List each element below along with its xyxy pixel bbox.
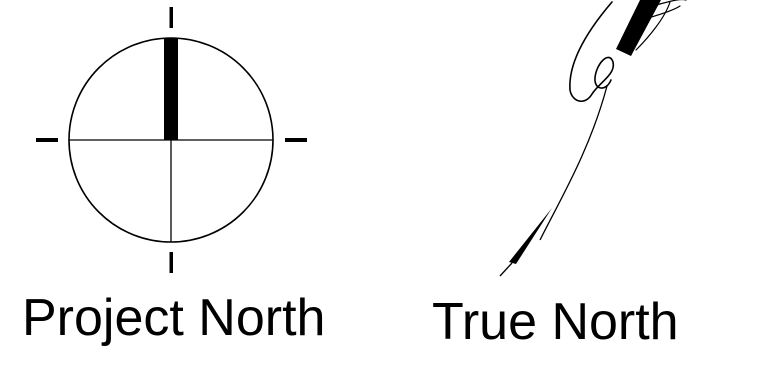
project-north-pointer-bar bbox=[164, 38, 178, 140]
tick-left bbox=[36, 138, 58, 142]
true-north-needle-line bbox=[540, 86, 607, 240]
true-north-needle-tip bbox=[500, 263, 512, 276]
true-north-caption: True North bbox=[432, 296, 679, 348]
project-north-icon bbox=[36, 7, 307, 273]
tick-bottom bbox=[170, 252, 174, 273]
tick-right bbox=[285, 138, 307, 142]
tick-top bbox=[170, 7, 174, 28]
true-north-needle-blade bbox=[509, 208, 552, 264]
project-north-caption: Project North bbox=[22, 292, 325, 344]
true-north-icon bbox=[500, 0, 686, 276]
